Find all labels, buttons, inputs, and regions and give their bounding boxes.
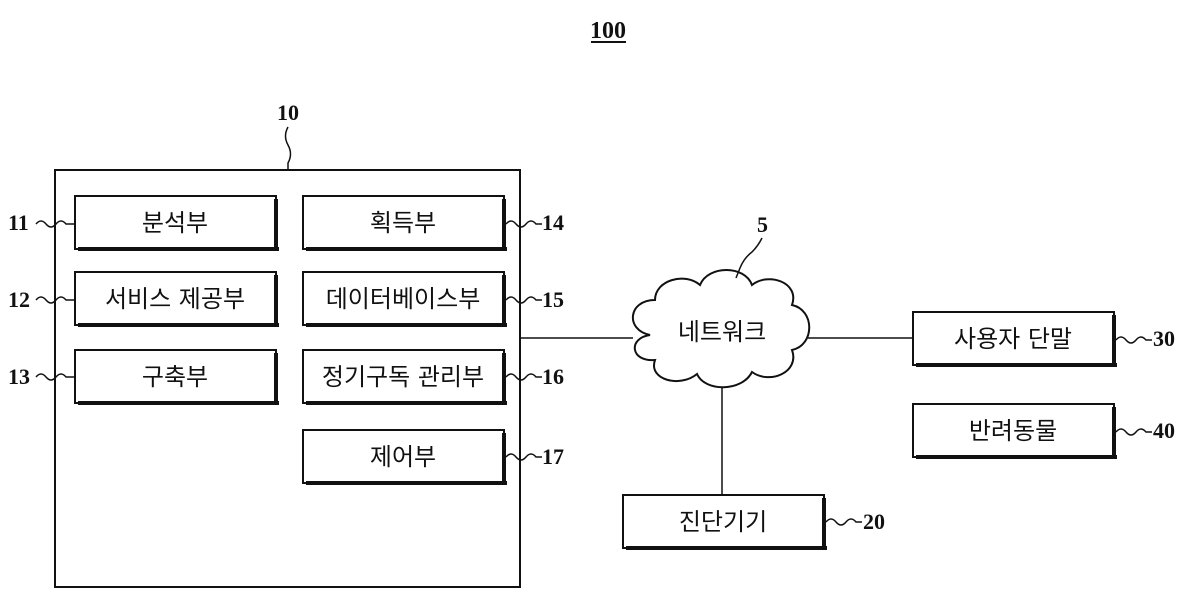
module-build: 구축부 13 — [8, 350, 279, 405]
module-acquire-leader — [506, 221, 542, 227]
companion-animal-shadow — [916, 455, 1117, 459]
user-terminal: 사용자 단말 30 — [913, 312, 1175, 367]
module-acquire-shadow-side — [502, 199, 506, 251]
module-control: 제어부 17 — [303, 430, 564, 485]
user-terminal-leader — [1116, 337, 1152, 343]
module-subscription-shadow-side — [502, 353, 506, 405]
companion-animal-ref: 40 — [1153, 418, 1175, 443]
module-subscription: 정기구독 관리부 16 — [303, 350, 564, 405]
companion-animal-label: 반려동물 — [969, 417, 1057, 445]
server-ref: 10 — [277, 100, 299, 125]
server-leader-line — [286, 127, 291, 170]
diagnostic-device: 진단기기 20 — [623, 495, 885, 550]
module-database: 데이터베이스부 15 — [303, 272, 564, 327]
user-terminal-label: 사용자 단말 — [954, 325, 1072, 353]
module-build-shadow — [78, 401, 279, 405]
module-subscription-ref: 16 — [542, 364, 564, 389]
module-acquire-label: 획득부 — [370, 209, 436, 237]
module-database-shadow — [306, 323, 507, 327]
module-build-label: 구축부 — [142, 363, 208, 391]
companion-animal-shadow-side — [1112, 407, 1116, 459]
diagnostic-device-shadow-side — [822, 498, 826, 550]
module-build-ref: 13 — [8, 364, 30, 389]
network-ref: 5 — [757, 212, 768, 237]
module-subscription-shadow — [306, 401, 507, 405]
module-control-leader — [506, 454, 542, 460]
diagnostic-device-shadow — [626, 546, 827, 550]
module-analysis-shadow-side — [274, 199, 278, 251]
figure-number: 100 — [590, 18, 626, 44]
module-acquire-shadow — [306, 247, 507, 251]
diagnostic-device-ref: 20 — [863, 509, 885, 534]
module-analysis-shadow — [78, 247, 279, 251]
user-terminal-shadow — [916, 363, 1117, 367]
server-block: 10 — [55, 100, 520, 587]
module-database-label: 데이터베이스부 — [326, 285, 481, 313]
diagnostic-device-leader — [826, 519, 862, 525]
user-terminal-shadow-side — [1112, 315, 1116, 367]
user-terminal-ref: 30 — [1153, 326, 1175, 351]
module-database-leader — [506, 297, 542, 303]
module-analysis-ref: 11 — [8, 210, 29, 235]
figure-number-text: 100 — [590, 18, 626, 44]
module-control-shadow — [306, 481, 507, 485]
module-database-shadow-side — [502, 275, 506, 327]
diagnostic-device-label: 진단기기 — [679, 508, 767, 536]
module-build-shadow-side — [274, 353, 278, 405]
module-control-shadow-side — [502, 433, 506, 485]
module-analysis-label: 분석부 — [142, 209, 208, 237]
module-acquire: 획득부 14 — [303, 196, 564, 251]
module-control-label: 제어부 — [370, 443, 436, 471]
module-subscription-leader — [506, 374, 542, 380]
companion-animal: 반려동물 40 — [913, 404, 1175, 459]
module-subscription-label: 정기구독 관리부 — [322, 363, 484, 391]
network-label: 네트워크 — [678, 318, 766, 346]
module-service-ref: 12 — [8, 287, 30, 312]
module-analysis: 분석부 11 — [8, 196, 279, 251]
module-database-ref: 15 — [542, 287, 564, 312]
module-control-ref: 17 — [542, 444, 564, 469]
module-service-shadow — [78, 323, 279, 327]
module-service-label: 서비스 제공부 — [105, 285, 245, 313]
network-cloud: 네트워크 5 — [633, 212, 809, 387]
companion-animal-leader — [1116, 429, 1152, 435]
module-acquire-ref: 14 — [542, 210, 564, 235]
module-service: 서비스 제공부 12 — [8, 272, 279, 327]
module-service-shadow-side — [274, 275, 278, 327]
